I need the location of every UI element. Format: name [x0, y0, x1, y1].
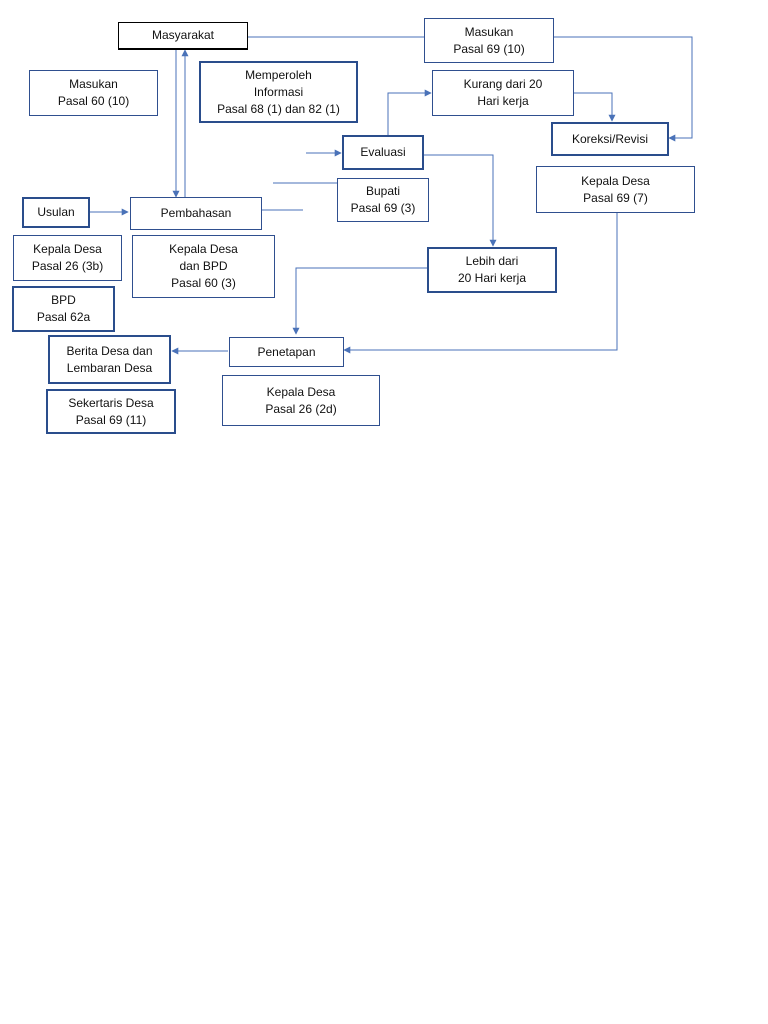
node-lebih-dari-20: Lebih dari 20 Hari kerja	[427, 247, 557, 293]
node-bpd: BPD Pasal 62a	[12, 286, 115, 332]
node-masyarakat: Masyarakat	[118, 22, 248, 50]
node-bupati: Bupati Pasal 69 (3)	[337, 178, 429, 222]
node-memperoleh-informasi: Memperoleh Informasi Pasal 68 (1) dan 82…	[199, 61, 358, 123]
arrow-evaluasi-kurang	[387, 89, 432, 135]
node-berita-desa: Berita Desa dan Lembaran Desa	[48, 335, 171, 384]
node-kepala-desa-69-7: Kepala Desa Pasal 69 (7)	[536, 166, 695, 213]
node-penetapan: Penetapan	[229, 337, 344, 367]
node-kepala-desa-26-3b: Kepala Desa Pasal 26 (3b)	[13, 235, 122, 281]
node-kepala-desa-bpd: Kepala Desa dan BPD Pasal 60 (3)	[132, 235, 275, 298]
node-evaluasi: Evaluasi	[342, 135, 424, 170]
node-pembahasan: Pembahasan	[130, 197, 262, 230]
node-koreksi-revisi: Koreksi/Revisi	[551, 122, 669, 156]
node-kurang-dari-20: Kurang dari 20 Hari kerja	[432, 70, 574, 116]
node-masukan-69: Masukan Pasal 69 (10)	[424, 18, 554, 63]
arrow-evaluasi-lebih	[424, 154, 497, 247]
node-masukan-60: Masukan Pasal 60 (10)	[29, 70, 158, 116]
arrow-masukan-koreksi	[554, 36, 693, 142]
node-usulan: Usulan	[22, 197, 90, 228]
arrow-kepaladesa-penetapan	[343, 213, 618, 354]
node-sekertaris-desa: Sekertaris Desa Pasal 69 (11)	[46, 389, 176, 434]
arrow-lebih-penetapan	[292, 267, 428, 335]
node-kepala-desa-26-2d: Kepala Desa Pasal 26 (2d)	[222, 375, 380, 426]
arrow-kurang-koreksi	[574, 92, 616, 122]
